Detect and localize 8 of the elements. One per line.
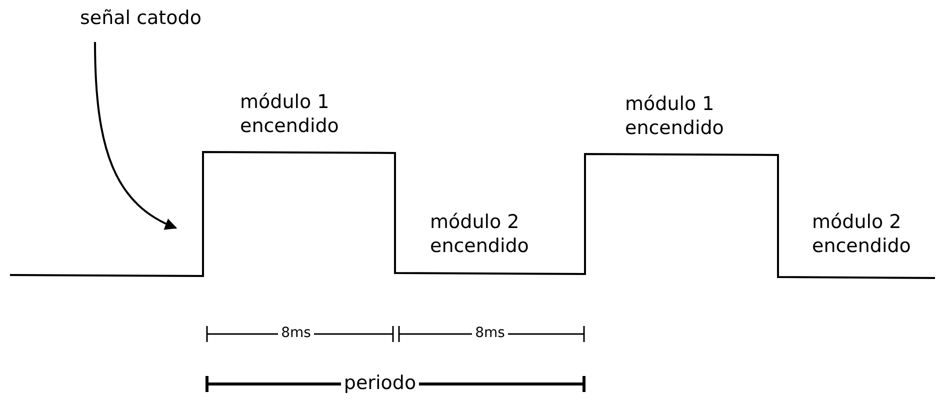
square-wave-signal <box>10 151 935 279</box>
state-label: módulo 1 encendido <box>240 90 340 138</box>
arrow <box>94 42 178 230</box>
dimension-label: periodo <box>340 372 420 394</box>
state-label: módulo 2 encendido <box>812 210 912 258</box>
state-label: módulo 2 encendido <box>430 210 530 258</box>
signal-label: señal catodo <box>80 6 202 30</box>
state-label: módulo 1 encendido <box>625 92 725 140</box>
